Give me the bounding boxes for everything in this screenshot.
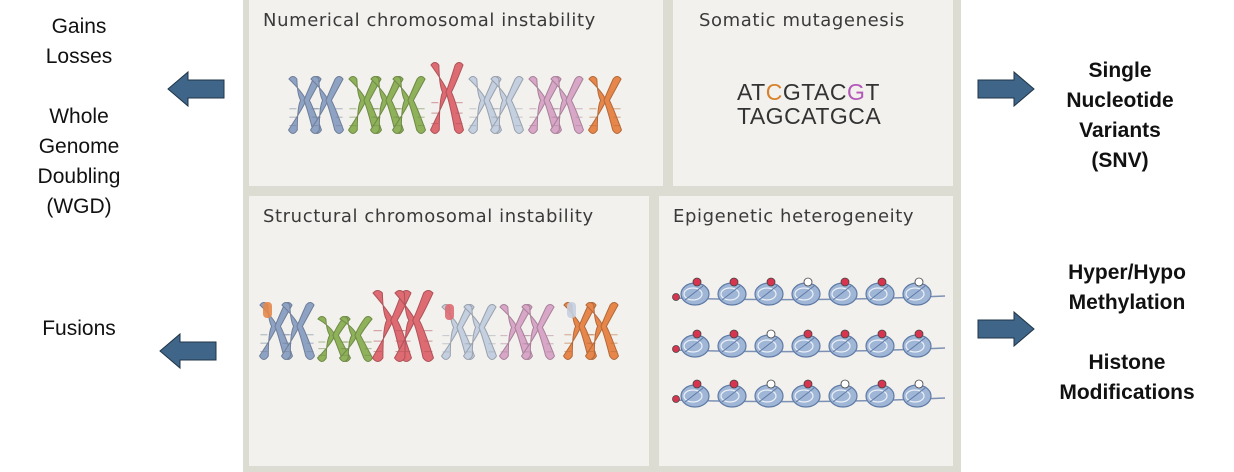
dna-top-strand: ATCGTACGT: [737, 79, 880, 105]
panel-title-epigenetic: Epigenetic heterogeneity: [673, 206, 915, 227]
chromosome: [393, 290, 435, 362]
nucleosome: [828, 379, 858, 408]
nucleosome: [902, 277, 932, 306]
numerical-chromosomes: [287, 62, 623, 134]
right-arrow-bottom: [977, 310, 1035, 348]
methylated-mark: [877, 277, 887, 287]
chromosome: [391, 76, 427, 134]
unmethylated-mark: [766, 379, 776, 389]
methylated-mark: [729, 329, 739, 339]
label-nucleotide: Nucleotide: [1066, 89, 1174, 112]
label-histone: Histone: [1088, 351, 1166, 374]
methylated-mark: [729, 277, 739, 287]
panel-title-somatic: Somatic mutagenesis: [699, 10, 905, 31]
methylated-mark: [729, 379, 739, 389]
translocated-segment: [263, 302, 272, 318]
chromosome: [280, 302, 316, 360]
left-arrow-bottom: [159, 332, 217, 370]
panel-numerical: Numerical chromosomal instability: [249, 0, 663, 186]
figure-frame: Numerical chromosomal instability Somati…: [243, 0, 961, 472]
nucleosome: [717, 379, 747, 408]
nucleosome: [717, 277, 747, 306]
nucleosome: [791, 329, 821, 358]
right-arrow-top: [977, 70, 1035, 108]
nucleosome: [717, 329, 747, 358]
methylated-mark: [877, 329, 887, 339]
label-losses: Losses: [45, 45, 113, 68]
chromosome: [549, 76, 585, 134]
label-hyper-hypo: Hyper/Hypo: [1068, 261, 1186, 284]
right-bottom-labels: Hyper/Hypo Methylation Histone Modificat…: [1032, 258, 1222, 408]
label-snv: (SNV): [1091, 149, 1149, 172]
panel-title-structural: Structural chromosomal instability: [263, 206, 594, 227]
nucleosome: [865, 329, 895, 358]
nucleosome: [865, 379, 895, 408]
dna-sequence: ATCGTACGT TAGCATGCA: [737, 80, 881, 128]
panel-somatic: Somatic mutagenesis ATCGTACGT TAGCATGCA: [673, 0, 953, 186]
unmethylated-mark: [914, 379, 924, 389]
nucleosome: [791, 379, 821, 408]
methylated-mark: [877, 379, 887, 389]
methylated-mark: [803, 329, 813, 339]
unmethylated-mark: [766, 329, 776, 339]
left-bottom-labels: Fusions: [20, 314, 138, 344]
structural-chromosomes: [258, 290, 620, 362]
label-wgd: (WGD): [46, 195, 112, 218]
left-top-labels: Gains Losses Whole Genome Doubling (WGD): [20, 12, 138, 222]
left-arrow-top: [167, 70, 225, 108]
label-gains: Gains: [51, 15, 107, 38]
methylated-mark: [672, 345, 680, 353]
translocated-segment: [567, 302, 576, 318]
nucleosome: [828, 277, 858, 306]
label-single: Single: [1088, 59, 1152, 82]
chromosome: [429, 62, 465, 134]
chromosome: [587, 76, 623, 134]
chromosome: [520, 304, 556, 360]
panel-title-numerical: Numerical chromosomal instability: [263, 10, 596, 31]
methylated-mark: [692, 277, 702, 287]
label-methylation: Methylation: [1068, 291, 1186, 314]
methylated-mark: [840, 277, 850, 287]
label-doubling: Doubling: [37, 165, 121, 188]
right-top-labels: Single Nucleotide Variants (SNV): [1040, 56, 1200, 176]
nucleosome: [754, 277, 784, 306]
methylated-mark: [766, 277, 776, 287]
methylated-mark: [672, 293, 680, 301]
methylated-mark: [803, 379, 813, 389]
nucleosome-array: [672, 277, 946, 408]
nucleosome: [902, 329, 932, 358]
chromosome: [489, 76, 525, 134]
nucleosome: [865, 277, 895, 306]
nucleosome: [754, 379, 784, 408]
label-whole: Whole: [49, 105, 109, 128]
chromosome: [309, 76, 345, 134]
label-modifications: Modifications: [1059, 381, 1195, 404]
nucleosome: [828, 329, 858, 358]
translocated-segment: [445, 304, 454, 320]
chromosome: [462, 304, 498, 360]
nucleosome: [791, 277, 821, 306]
chromosome: [584, 302, 620, 360]
label-variants: Variants: [1079, 119, 1161, 142]
nucleosome: [672, 379, 710, 408]
label-genome: Genome: [38, 135, 120, 158]
unmethylated-mark: [840, 379, 850, 389]
unmethylated-mark: [914, 277, 924, 287]
methylated-mark: [914, 329, 924, 339]
methylated-mark: [672, 395, 680, 403]
unmethylated-mark: [803, 277, 813, 287]
methylated-mark: [692, 379, 702, 389]
nucleosome: [902, 379, 932, 408]
methylated-mark: [692, 329, 702, 339]
dna-bottom-strand: TAGCATGCA: [737, 103, 882, 129]
methylated-mark: [840, 329, 850, 339]
nucleosome: [754, 329, 784, 358]
chromosome: [371, 290, 413, 362]
nucleosome: [672, 329, 710, 358]
nucleosome: [672, 277, 710, 306]
label-fusions: Fusions: [42, 317, 116, 340]
